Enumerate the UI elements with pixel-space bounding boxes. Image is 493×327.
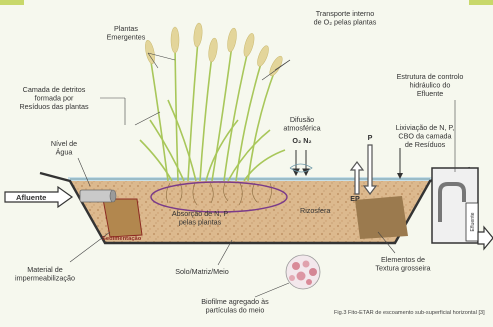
label-elementos: Elementos deTextura grosseira xyxy=(375,255,430,273)
sedimentation-zone xyxy=(103,199,142,237)
inlet-pipe xyxy=(80,190,113,202)
label-plantas-emergentes: PlantasEmergentes xyxy=(107,24,146,42)
label-afluente: Afluente xyxy=(16,193,46,202)
figure-caption: Fig.3 Fito-ETAR de escoamento sub-superf… xyxy=(334,310,485,316)
diffusion-swirl-icon xyxy=(290,164,312,172)
seed-heads xyxy=(144,23,285,78)
label-solo: Solo/Matriz/Meio xyxy=(175,267,229,276)
inlet-pipe-mouth xyxy=(110,190,116,202)
label-nivel-agua: Nível deÁgua xyxy=(51,139,77,157)
label-difusao: Difusãoatmosférica xyxy=(283,115,320,133)
label-sedimentacao: Sedimentação xyxy=(102,236,142,242)
label-biofilme: Biofilme agregado àspartículas do meio xyxy=(201,297,269,315)
biofilm-detail xyxy=(286,255,320,289)
label-ep: EP xyxy=(350,194,360,203)
label-efluente: Efluente xyxy=(470,212,476,231)
coarse-texture-zone xyxy=(355,196,408,239)
efluente-arrow xyxy=(478,227,493,249)
label-lixiviacao: Lixiviação de N, P,CBO da camadade Resíd… xyxy=(396,123,455,149)
label-camada-detritos: Camada de detritosformada porResíduos da… xyxy=(19,85,89,111)
label-transporte-o2: Transporte internode O₂ pelas plantas xyxy=(314,9,377,27)
label-absorcao: Absorção de N, Ppelas plantas xyxy=(172,209,229,227)
label-rizosfera: Rizosfera xyxy=(300,206,330,215)
label-estrutura-controlo: Estrutura de controlohidráulico doEfluen… xyxy=(397,72,464,98)
label-gases: O₂ N₂ xyxy=(292,136,311,145)
label-material-impermeabilizacao: Material deimpermeabilização xyxy=(15,265,75,283)
label-p: P xyxy=(368,133,373,142)
